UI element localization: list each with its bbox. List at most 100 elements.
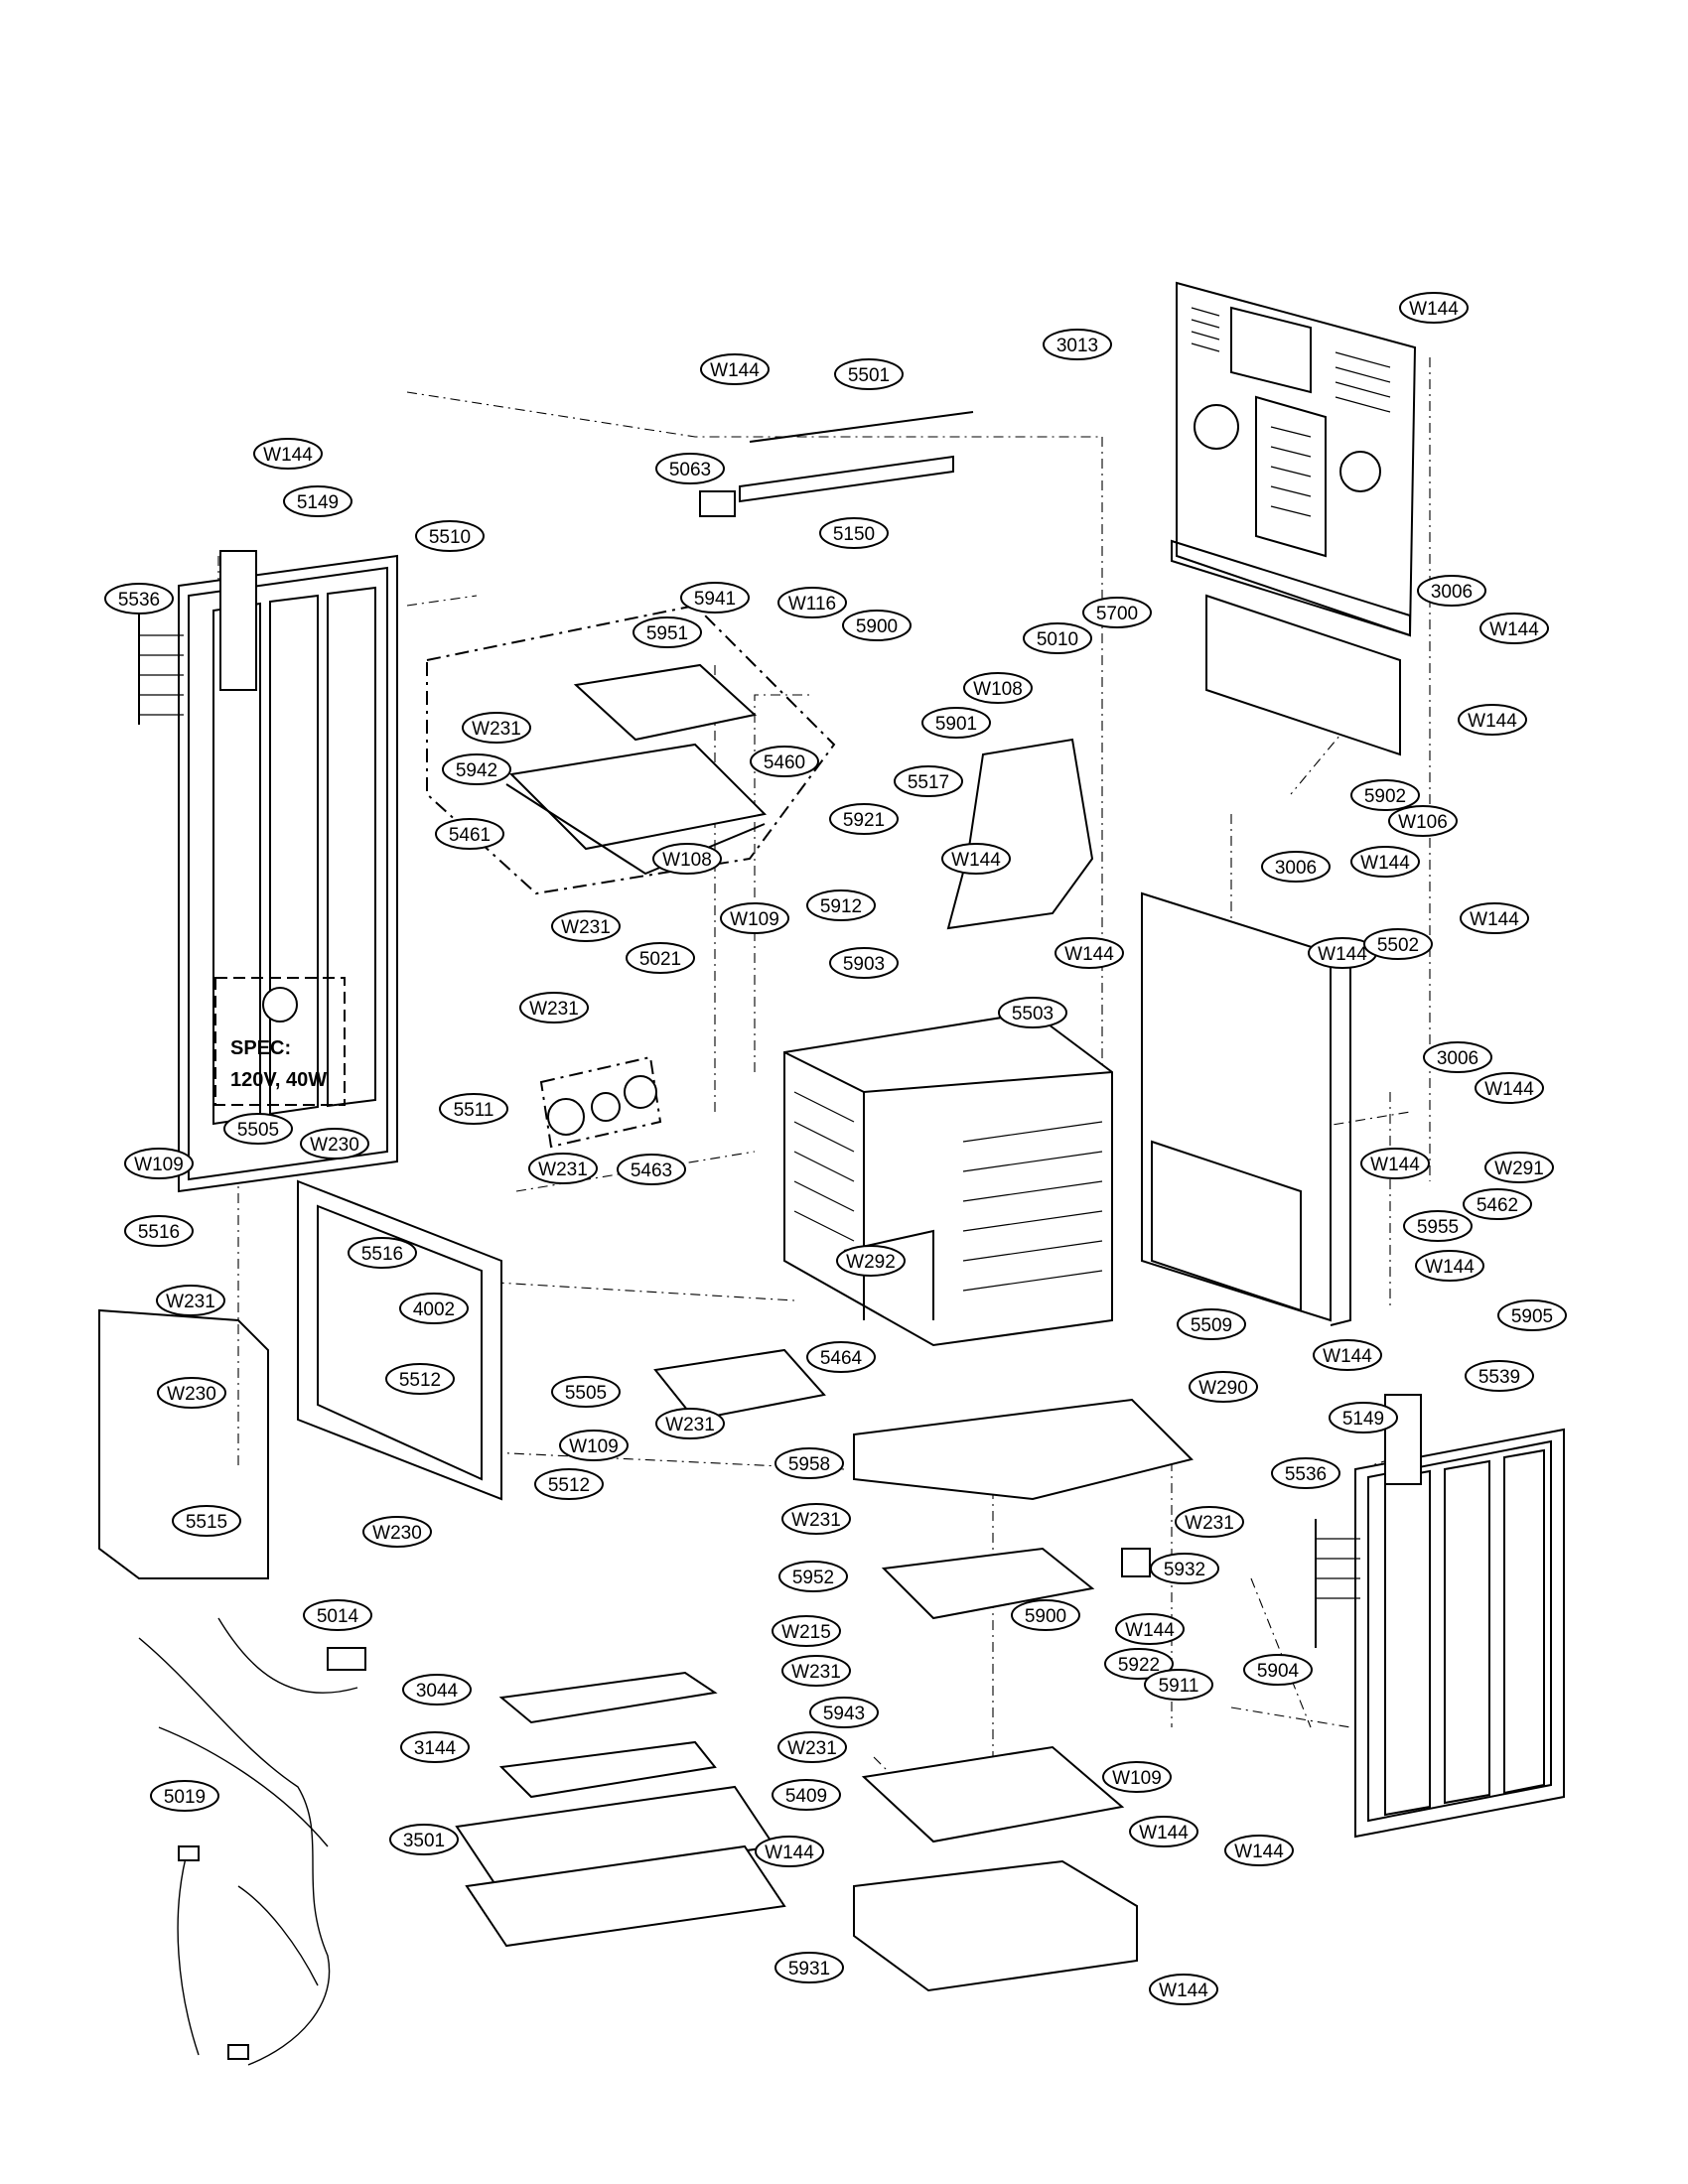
part-callout: 5460 — [750, 746, 819, 777]
callout-text: 5409 — [785, 1786, 827, 1807]
callout-text: W144 — [951, 850, 1001, 871]
callout-text: W230 — [372, 1523, 422, 1544]
callout-bubble — [528, 1153, 598, 1184]
callout-bubble — [1313, 1339, 1382, 1371]
callout-bubble — [819, 517, 889, 549]
callout-text: 5019 — [164, 1787, 206, 1808]
callout-bubble — [253, 438, 323, 470]
part-callout: W231 — [462, 712, 531, 744]
callout-bubble — [519, 992, 589, 1024]
part-callout: W116 — [777, 587, 847, 618]
callout-bubble — [283, 485, 352, 517]
callout-text: W109 — [1112, 1768, 1162, 1789]
part-callout: 5463 — [617, 1154, 686, 1185]
part-callout: W144 — [700, 353, 770, 385]
part-callout: W109 — [1102, 1761, 1172, 1793]
callout-text: W106 — [1398, 812, 1448, 833]
callout-bubble — [1388, 805, 1458, 837]
callout-bubble — [655, 453, 725, 484]
part-callout: 5505 — [551, 1376, 621, 1408]
callout-text: 5461 — [449, 825, 491, 846]
callout-bubble — [1465, 1360, 1534, 1392]
part-callout: 5536 — [104, 583, 174, 614]
callout-text: 3144 — [414, 1738, 457, 1759]
callout-text: W144 — [1159, 1980, 1208, 2001]
callout-bubble — [534, 1468, 604, 1500]
part-callout: 5900 — [842, 610, 912, 641]
part-callout: W144 — [1460, 902, 1529, 934]
bottom-heater-cover — [853, 1398, 1194, 1501]
part-callout: W109 — [720, 902, 789, 934]
part-callout: 5502 — [1363, 928, 1433, 960]
callout-text: 5462 — [1477, 1195, 1518, 1216]
part-callout: W144 — [1055, 937, 1124, 969]
part-callout: 5912 — [806, 889, 876, 921]
callout-bubble — [303, 1599, 372, 1631]
part-callout: W231 — [156, 1285, 225, 1316]
callout-bubble — [389, 1824, 459, 1855]
callout-text: 5512 — [399, 1370, 441, 1391]
callout-text: 5931 — [788, 1959, 830, 1979]
side-panel-right — [1315, 1428, 1565, 1839]
callout-bubble — [402, 1674, 472, 1706]
callout-text: W144 — [1139, 1823, 1189, 1843]
callout-bubble — [1104, 1648, 1174, 1680]
part-callout: W231 — [781, 1503, 851, 1535]
callout-bubble — [750, 746, 819, 777]
part-callout: W144 — [1308, 937, 1377, 969]
part-callout: W108 — [963, 672, 1033, 704]
part-callout: 3006 — [1423, 1041, 1492, 1073]
callout-text: 3006 — [1437, 1048, 1478, 1069]
callout-bubble — [778, 1561, 848, 1592]
top-rail — [739, 455, 954, 503]
callout-text: W116 — [788, 594, 836, 614]
callout-bubble — [104, 583, 174, 614]
callout-bubble — [1175, 1506, 1244, 1538]
part-callout: W231 — [528, 1153, 598, 1184]
callout-text: 5512 — [548, 1475, 590, 1496]
part-callout: 5901 — [921, 707, 991, 739]
callout-text: W231 — [665, 1415, 715, 1435]
part-callout: W292 — [836, 1245, 906, 1277]
callout-bubble — [806, 1341, 876, 1373]
callout-bubble — [1023, 622, 1092, 654]
callout-bubble — [124, 1215, 194, 1247]
part-callout: 5905 — [1497, 1299, 1567, 1331]
part-callout: 5517 — [894, 765, 963, 797]
part-callout: 5941 — [680, 582, 750, 614]
callout-text: 5510 — [429, 527, 471, 548]
part-callout: W109 — [559, 1430, 629, 1461]
callout-bubble — [1463, 1188, 1532, 1220]
base-pan — [853, 1859, 1138, 1992]
part-callout: 5900 — [1011, 1599, 1080, 1631]
part-callout: 5943 — [809, 1697, 879, 1728]
part-callout: W144 — [1479, 613, 1549, 644]
callout-bubble — [300, 1128, 369, 1160]
part-callout: W231 — [777, 1731, 847, 1763]
callout-text: W144 — [1064, 944, 1114, 965]
callout-bubble — [439, 1093, 508, 1125]
callout-bubble — [1043, 329, 1112, 360]
part-callout: 5942 — [442, 753, 511, 785]
callout-bubble — [655, 1408, 725, 1439]
callout-bubble — [400, 1731, 470, 1763]
part-callout: 5512 — [534, 1468, 604, 1500]
callout-bubble — [809, 1697, 879, 1728]
callout-text: W109 — [730, 909, 779, 930]
callout-bubble — [617, 1154, 686, 1185]
callout-bubble — [720, 902, 789, 934]
callout-text: W108 — [662, 850, 712, 871]
callout-bubble — [1261, 851, 1331, 883]
callout-bubble — [755, 1836, 824, 1867]
callout-bubble — [1150, 1553, 1219, 1584]
part-callout: 5921 — [829, 803, 899, 835]
callout-text: 5536 — [118, 590, 160, 611]
part-callout: 5536 — [1271, 1457, 1340, 1489]
callout-text: 5958 — [788, 1454, 830, 1475]
callout-bubble — [781, 1503, 851, 1535]
part-callout: W109 — [124, 1148, 194, 1179]
part-callout: W144 — [1313, 1339, 1382, 1371]
callout-bubble — [1329, 1402, 1398, 1433]
callout-text: 5505 — [565, 1383, 607, 1404]
